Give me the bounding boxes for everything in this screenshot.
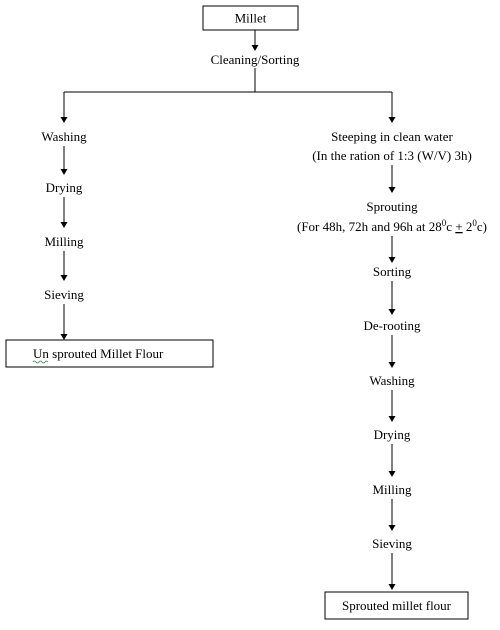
arrowhead [60,222,68,228]
arrowhead [388,117,396,123]
arrowhead [60,117,68,123]
arrowhead [251,45,259,51]
arrowhead [60,275,68,281]
right-step-milling: Milling [372,482,412,497]
right-step-sieving: Sieving [372,536,412,551]
right-step-sprouting-line1: Sprouting [366,199,418,214]
arrowhead [388,257,396,263]
left-end-box [5,339,214,368]
start-label: Millet [235,11,267,26]
cleaning-sorting-label: Cleaning/Sorting [211,52,300,67]
right-end-label: Sprouted millet flour [342,598,452,613]
arrowhead [388,525,396,531]
arrowhead [60,334,68,340]
right-step-washing: Washing [369,373,415,388]
start-box [202,5,299,31]
arrowhead [388,416,396,422]
right-end-box [324,591,469,620]
right-step-sorting: Sorting [373,264,412,279]
right-step-derooting: De-rooting [363,318,421,333]
left-step-sieving: Sieving [44,287,84,302]
right-step-steeping-line2: (In the ration of 1:3 (W/V) 3h) [312,148,472,163]
arrowhead [388,584,396,590]
right-step-drying: Drying [374,427,411,442]
left-step-washing: Washing [41,129,87,144]
arrowhead [60,169,68,175]
arrowhead [388,187,396,193]
right-step-sprouting-line2: (For 48h, 72h and 96h at 280c + 20c) [297,218,487,234]
arrowhead [388,471,396,477]
right-step-steeping-line1: Steeping in clean water [331,129,453,144]
left-step-milling: Milling [44,234,84,249]
spellcheck-underline [32,360,49,364]
arrowhead [388,309,396,315]
arrowhead [388,362,396,368]
left-step-drying: Drying [46,180,83,195]
left-end-label: Un sprouted Millet Flour [33,346,164,361]
